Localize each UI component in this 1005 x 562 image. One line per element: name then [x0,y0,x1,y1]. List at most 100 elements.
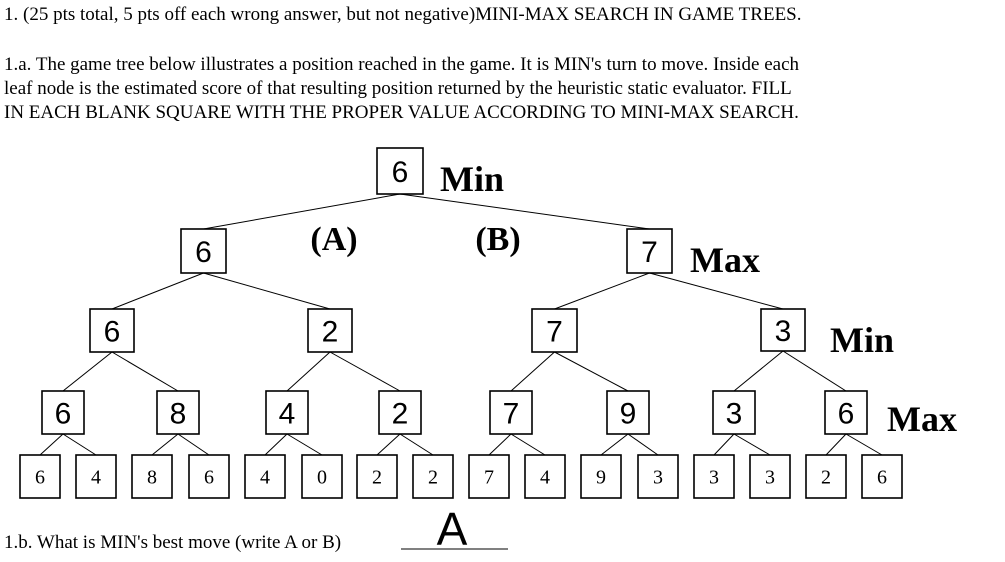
level3-node-0-value: 6 [55,398,72,431]
leaf-node-5-value: 0 [317,467,327,489]
edge-l3-leaf-12 [713,433,735,456]
level2-node-3-value: 3 [775,315,792,348]
level3-node-2-box [265,390,309,435]
leaf-node-4-box [244,454,286,499]
level1-node-0-box [180,228,227,274]
edge-l3-leaf-8 [488,433,512,456]
level3-node-5-value: 9 [620,398,637,431]
leaf-node-5-box [301,454,343,499]
edge-l3-leaf-11 [627,433,659,456]
edge-l1-l2-0 [111,272,204,310]
move-label-1: (B) [475,221,520,258]
leaf-node-12-box [693,454,735,499]
edge-l2-l3-1 [111,351,179,392]
part-a-line-1: 1.a. The game tree below illustrates a p… [4,54,800,75]
leaf-node-8-value: 7 [484,467,494,489]
edge-l2-l3-6 [733,350,784,392]
level3-node-4-box [489,390,533,435]
edge-l3-leaf-0 [39,433,64,456]
level3-node-5-box [606,390,650,435]
leaf-node-15-value: 6 [877,467,887,489]
part-a-line-3: IN EACH BLANK SQUARE WITH THE PROPER VAL… [4,102,799,123]
level3-node-2-value: 4 [279,398,296,431]
leaf-node-0-box [19,454,61,499]
leaf-node-0-value: 6 [35,467,45,489]
leaf-node-7-box [412,454,454,499]
leaf-node-3-value: 6 [204,467,214,489]
level2-node-0-value: 6 [104,316,121,349]
level-label-1: Max [690,240,760,280]
leaf-node-14-value: 2 [821,467,831,489]
root-node-value: 6 [392,156,409,189]
move-label-0: (A) [310,221,357,258]
edge-l3-leaf-3 [177,433,210,456]
leaf-node-4-value: 4 [260,467,270,489]
level2-node-2-box [531,308,578,353]
level2-node-3-box [760,308,806,352]
level3-node-4-value: 7 [503,398,520,431]
edge-root-0 [203,193,401,230]
leaf-node-9-box [524,454,566,499]
leaf-node-14-box [805,454,847,499]
edge-l3-leaf-4 [264,433,288,456]
level1-node-0-value: 6 [195,236,212,269]
edge-l3-leaf-15 [845,433,883,456]
level2-node-1-value: 2 [322,316,339,349]
leaf-node-6-value: 2 [372,467,382,489]
leaf-node-6-box [356,454,398,499]
root-node-box [376,147,424,195]
level3-node-6-box [712,390,756,435]
edge-l3-leaf-14 [825,433,847,456]
level3-node-3-box [378,390,422,435]
level3-node-1-value: 8 [170,398,187,431]
leaf-node-15-box [861,454,903,499]
leaf-node-13-box [749,454,791,499]
leaf-node-8-box [468,454,510,499]
leaf-node-2-value: 8 [147,467,157,489]
edge-l2-l3-3 [329,351,401,392]
leaf-node-11-box [637,454,679,499]
edge-l3-leaf-1 [62,433,97,456]
leaf-node-1-box [75,454,117,499]
level2-node-2-value: 7 [546,316,563,349]
level-label-3: Max [887,399,957,439]
leaf-node-9-value: 4 [540,467,550,489]
leaf-node-3-box [188,454,230,499]
part-b-answer: A [437,503,468,555]
leaf-node-2-box [131,454,173,499]
part-a-line-2: leaf node is the estimated score of that… [4,78,792,99]
level2-node-0-box [89,308,135,353]
leaf-node-7-value: 2 [428,467,438,489]
edge-l2-l3-4 [510,351,555,392]
level3-node-7-value: 6 [838,398,855,431]
edge-l1-l2-3 [649,272,784,310]
edge-l2-l3-0 [62,351,113,392]
edge-l3-leaf-2 [151,433,179,456]
level3-node-3-value: 2 [392,398,409,431]
leaf-node-1-value: 4 [91,467,101,489]
level-label-2: Min [830,320,894,360]
leaf-node-10-box [580,454,622,499]
edge-l1-l2-2 [554,272,650,310]
leaf-node-10-value: 9 [596,467,606,489]
level2-node-1-box [307,308,353,353]
leaf-node-12-value: 3 [709,467,719,489]
edge-l3-leaf-13 [733,433,771,456]
edge-root-1 [399,193,650,230]
level3-node-7-box [824,390,868,435]
level3-node-6-value: 3 [726,398,743,431]
edge-l2-l3-5 [554,351,629,392]
level3-node-1-box [156,390,200,435]
level-label-0: Min [440,159,504,199]
edge-l1-l2-1 [203,272,331,310]
part-b-prompt: 1.b. What is MIN's best move (write A or… [4,532,341,553]
edge-l3-leaf-9 [510,433,546,456]
edge-l3-leaf-7 [399,433,434,456]
level3-node-0-box [41,390,85,435]
leaf-node-13-value: 3 [765,467,775,489]
leaf-node-11-value: 3 [653,467,663,489]
level1-node-1-box [626,228,673,274]
edge-l3-leaf-5 [286,433,323,456]
edge-l2-l3-2 [286,351,331,392]
